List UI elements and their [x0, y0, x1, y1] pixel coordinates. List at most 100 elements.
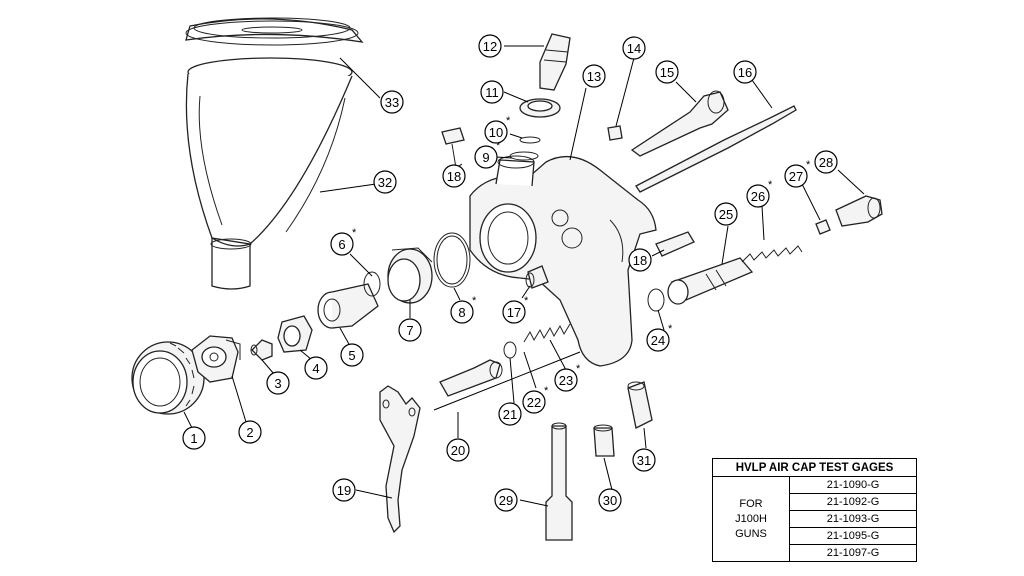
part-28-knob: [835, 195, 883, 227]
callout-number: 16: [738, 65, 752, 80]
callout-circle: [582, 64, 606, 88]
callout-star: *: [496, 140, 501, 152]
part-number-cell: 21-1097-G: [789, 544, 917, 562]
callout-circle: [598, 488, 622, 512]
callout-circle: [474, 145, 498, 169]
callout-28: 28: [814, 150, 838, 174]
callout-25: 25: [714, 202, 738, 226]
part-13-gun-body: [469, 155, 657, 367]
callout-number: 19: [337, 483, 351, 498]
part-number-cell: 21-1095-G: [789, 527, 917, 545]
callout-number: 31: [637, 453, 651, 468]
callout-number: 23: [559, 373, 573, 388]
callout-number: 12: [483, 39, 497, 54]
part-10-gasket: [519, 136, 541, 144]
callout-circle: [304, 356, 328, 380]
callout-15: 15: [655, 60, 679, 84]
part-number-cell: 21-1092-G: [789, 493, 917, 511]
callout-star: *: [576, 363, 581, 375]
callout-number: 7: [406, 323, 413, 338]
part-27-washer: [815, 219, 831, 235]
callout-star: *: [506, 115, 511, 127]
part-31-air-inlet: [627, 381, 653, 429]
callout-8: 8*: [450, 295, 477, 324]
part-number-cell: 21-1090-G: [789, 476, 917, 494]
for-guns-label: FOR J100H GUNS: [712, 476, 790, 562]
callout-31: 31: [632, 448, 656, 472]
callout-star: *: [768, 179, 773, 191]
callout-number: 28: [819, 155, 833, 170]
part-9-washer: [509, 151, 539, 161]
callout-number: 18: [447, 169, 461, 184]
callout-circle: [554, 368, 578, 392]
callout-20: 20: [446, 438, 470, 462]
callout-circle: [484, 120, 508, 144]
part-8-gasket: [433, 232, 471, 288]
part-26-spring: [741, 245, 803, 263]
part-6-o-ring: [363, 271, 381, 297]
callout-circle: [332, 478, 356, 502]
part-15-valve-assembly: [630, 90, 729, 157]
callout-21: 21: [498, 402, 522, 426]
callout-6: 6*: [330, 227, 357, 256]
callout-number: 32: [378, 175, 392, 190]
callout-circle: [714, 202, 738, 226]
callout-number: 21: [503, 407, 517, 422]
callout-circle: [646, 328, 670, 352]
callout-number: 24: [651, 333, 665, 348]
part-4-baffle: [277, 315, 313, 353]
callout-24: 24*: [646, 323, 673, 352]
callout-1: 1: [182, 426, 206, 450]
part-20-fluid-valve: [433, 351, 581, 411]
callout-circle: [442, 164, 466, 188]
callout-number: 9: [482, 150, 489, 165]
for-label-line3: GUNS: [735, 527, 767, 540]
callout-number: 3: [274, 376, 281, 391]
callout-circle: [450, 300, 474, 324]
callout-2: 2: [238, 420, 262, 444]
callout-circle: [480, 80, 504, 104]
callout-number: 20: [451, 443, 465, 458]
hvlp-gages-table: HVLP AIR CAP TEST GAGES FOR J100H GUNS 2…: [712, 458, 917, 562]
part-29-stem: [545, 422, 573, 541]
callout-number: 22: [527, 395, 541, 410]
callout-star: *: [472, 295, 477, 307]
callout-30: 30: [598, 488, 622, 512]
callout-4: 4: [304, 356, 328, 380]
callout-circle: [373, 170, 397, 194]
part-12-cup-fitting: [539, 33, 571, 91]
part-number-cell: 21-1093-G: [789, 510, 917, 528]
callout-circle: [733, 60, 757, 84]
callout-number: 29: [499, 493, 513, 508]
part-24-o-ring: [647, 288, 665, 312]
callout-9: 9*: [474, 140, 501, 169]
callout-number: 33: [385, 95, 399, 110]
callout-number: 1: [190, 431, 197, 446]
part-7-retaining-ring: [387, 247, 433, 304]
callout-circle: [340, 343, 364, 367]
callout-star: *: [668, 323, 673, 335]
callout-star: *: [352, 227, 357, 239]
callout-number: 17: [507, 305, 521, 320]
callout-number: 30: [603, 493, 617, 508]
callout-19: 19: [332, 478, 356, 502]
part-19-trigger: [379, 385, 421, 534]
callout-22: 22*: [522, 385, 549, 414]
callout-circle: [628, 248, 652, 272]
callout-circle: [746, 184, 770, 208]
callout-number: 2: [246, 425, 253, 440]
callout-circle: [632, 448, 656, 472]
callout-26: 26*: [746, 179, 773, 208]
callout-circle: [398, 318, 422, 342]
callout-star: *: [524, 295, 529, 307]
callout-number: 25: [719, 207, 733, 222]
callout-number: 13: [587, 69, 601, 84]
callout-circle: [330, 232, 354, 256]
callout-3: 3: [266, 371, 290, 395]
callout-number: 4: [312, 361, 319, 376]
callout-circle: [655, 60, 679, 84]
callout-27: 27*: [784, 159, 811, 188]
part-18-screw-side: [655, 231, 695, 257]
callout-number: 14: [627, 41, 641, 56]
